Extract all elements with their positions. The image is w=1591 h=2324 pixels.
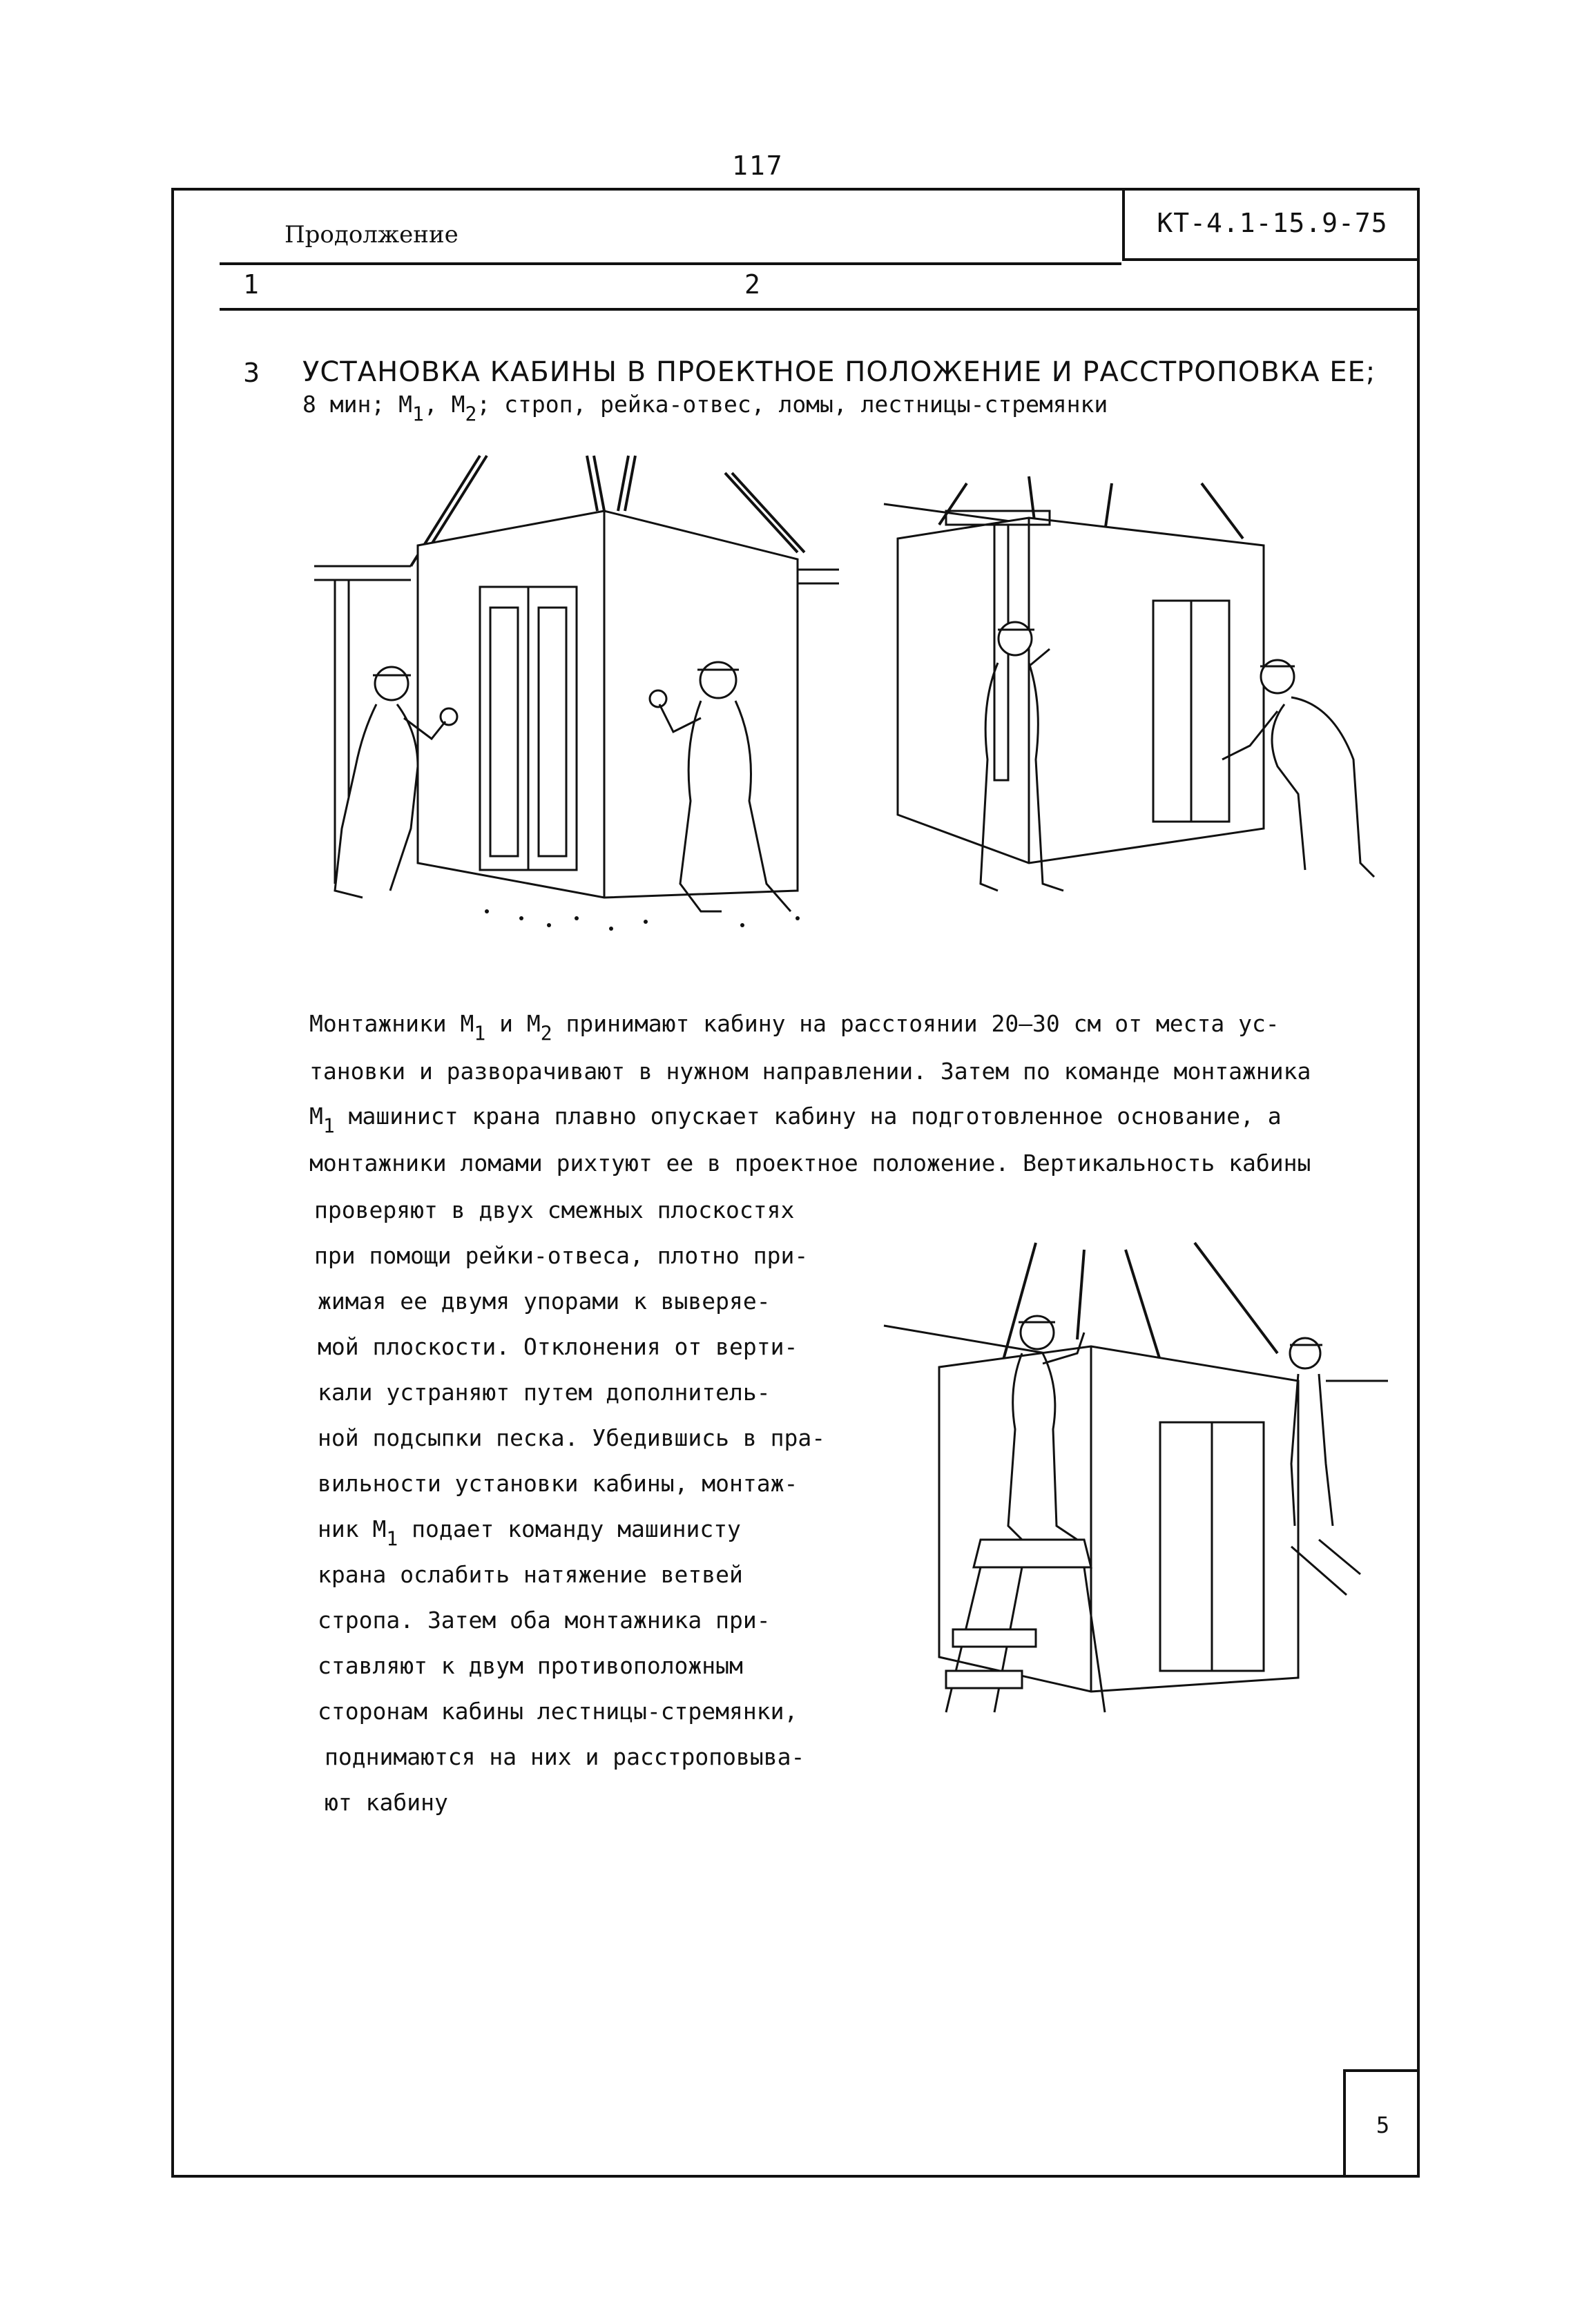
page-number: 117: [732, 151, 784, 181]
header-divider: [220, 262, 1121, 265]
illustration-receiving-cabin: [314, 454, 839, 931]
paragraph-narrow-line: при помощи рейки-отвеса, плотно при-: [314, 1242, 809, 1269]
paragraph-narrow-line: поднимаются на них и расстроповыва-: [325, 1743, 805, 1770]
paragraph-narrow-line: стропа. Затем оба монтажника при-: [318, 1607, 771, 1634]
step-title: УСТАНОВКА КАБИНЫ В ПРОЕКТНОЕ ПОЛОЖЕНИЕ И…: [302, 356, 1376, 388]
paragraph-narrow-line: ют кабину: [325, 1789, 448, 1816]
column-header-divider: [220, 308, 1420, 311]
column-2-header: 2: [744, 269, 760, 300]
paragraph-line-1: Монтажники М1 и М2 принимают кабину на р…: [309, 1010, 1280, 1045]
paragraph-line-4: монтажники ломами рихтуют ее в проектное…: [309, 1150, 1311, 1176]
paragraph-narrow-line: мой плоскости. Отклонения от верти-: [318, 1333, 798, 1360]
paragraph-narrow-line: сторонам кабины лестницы-стремянки,: [318, 1698, 798, 1725]
page-frame: [171, 188, 1420, 2178]
paragraph-narrow-line: кали устраняют путем дополнитель-: [318, 1379, 771, 1406]
step-subtitle: 8 мин; М1, М2; строп, рейка-отвес, ломы,…: [302, 391, 1108, 426]
paragraph-line-2: тановки и разворачивают в нужном направл…: [309, 1058, 1311, 1085]
paragraph-narrow-line: ставляют к двум противоположным: [318, 1652, 743, 1679]
paragraph-narrow-line: ник М1 подает команду машинисту: [318, 1516, 741, 1551]
paragraph-line-3: М1 машинист крана плавно опускает кабину…: [309, 1103, 1282, 1138]
illustration-unslinging-cabin: [883, 1241, 1388, 1713]
sheet-number: 5: [1343, 2069, 1420, 2178]
continuation-label: Продолжение: [285, 221, 459, 249]
document-code: КТ-4.1-15.9-75: [1122, 188, 1420, 261]
column-1-header: 1: [243, 269, 259, 300]
step-number: 3: [243, 358, 260, 388]
paragraph-narrow-line: вильности установки кабины, монтаж-: [318, 1470, 798, 1497]
paragraph-narrow-line: жимая ее двумя упорами к выверяе-: [318, 1288, 771, 1315]
paragraph-narrow-line: крана ослабить натяжение ветвей: [318, 1561, 743, 1588]
paragraph-narrow-line: проверяют в двух смежных плоскостях: [314, 1197, 795, 1223]
illustration-checking-verticality: [883, 476, 1376, 892]
paragraph-narrow-line: ной подсыпки песка. Убедившись в пра-: [318, 1424, 826, 1451]
